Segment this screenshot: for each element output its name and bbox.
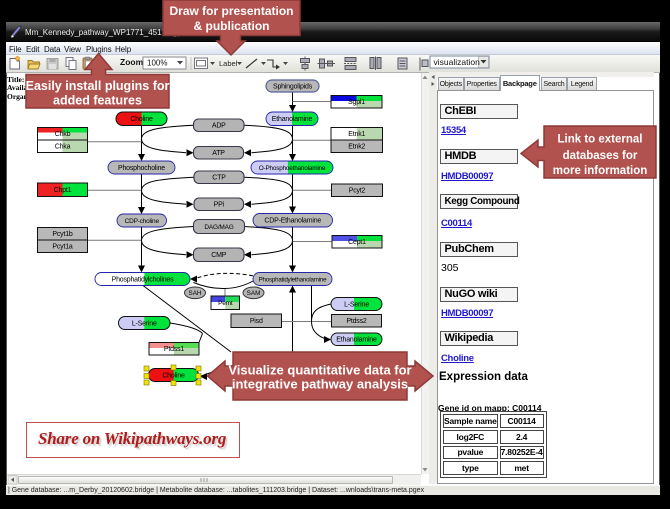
svg-text:databases for: databases for (563, 150, 638, 162)
svg-text:visualization: visualization (434, 57, 481, 67)
svg-text:integrative pathway analysis: integrative pathway analysis (232, 377, 408, 392)
svg-text:Pcyt2: Pcyt2 (349, 188, 366, 195)
svg-text:Chka: Chka (55, 144, 71, 151)
svg-text:Phosphatidylcholines: Phosphatidylcholines (112, 276, 174, 283)
svg-text:Etnk1: Etnk1 (348, 131, 365, 138)
svg-text:Sphingolipids: Sphingolipids (273, 83, 313, 90)
svg-text:Phosphatidylethanolamine: Phosphatidylethanolamine (259, 276, 328, 283)
svg-text:CDP-choline: CDP-choline (125, 218, 160, 225)
svg-text:Ptdss2: Ptdss2 (346, 318, 367, 325)
svg-text:Ptdss1: Ptdss1 (164, 346, 185, 353)
svg-text:Pcyt1a: Pcyt1a (52, 244, 73, 251)
svg-text:Choline: Choline (130, 116, 153, 123)
svg-text:Phosphocholine: Phosphocholine (118, 165, 165, 172)
svg-text:Ethanolamine: Ethanolamine (336, 337, 377, 344)
svg-text:Visualize quantitative data f: Visualize quantitative data for (228, 362, 411, 377)
svg-text:CTP: CTP (212, 175, 226, 182)
svg-text:O-Phosphoethanolamine: O-Phosphoethanolamine (259, 165, 326, 172)
svg-text:Pisd: Pisd (250, 318, 263, 325)
svg-text:Choline: Choline (162, 372, 185, 379)
svg-text:Ethanolamine: Ethanolamine (272, 116, 313, 123)
svg-text:Label: Label (219, 59, 238, 68)
svg-text:SAH: SAH (189, 290, 202, 297)
svg-text:Chkb: Chkb (55, 131, 71, 138)
svg-text:PPi: PPi (214, 202, 225, 209)
svg-text:Sgpl1: Sgpl1 (348, 99, 365, 106)
svg-text:added features: added features (53, 94, 142, 108)
svg-text:ATP: ATP (212, 150, 225, 157)
svg-text:Pemt: Pemt (218, 300, 233, 307)
svg-text:SAM: SAM (247, 290, 261, 297)
svg-text:Zoom:: Zoom: (120, 57, 146, 67)
svg-text:DAG/MAG: DAG/MAG (204, 224, 233, 231)
svg-text:L-Serine: L-Serine (132, 320, 157, 327)
svg-text:Easily install plugins for: Easily install plugins for (26, 79, 170, 93)
svg-text:CMP: CMP (211, 252, 226, 259)
svg-text:ADP: ADP (212, 123, 226, 130)
svg-text:Draw for presentation: Draw for presentation (169, 4, 293, 18)
svg-text:& publication: & publication (194, 19, 270, 33)
svg-text:L-Serine: L-Serine (344, 301, 369, 308)
svg-text:Link to external: Link to external (558, 134, 643, 146)
svg-text:Pcyt1b: Pcyt1b (52, 231, 73, 238)
svg-text:Cept1: Cept1 (348, 239, 366, 246)
svg-text:Chpt1: Chpt1 (54, 187, 72, 194)
svg-text:Etnk2: Etnk2 (348, 144, 365, 151)
svg-text:CDP-Ethanolamine: CDP-Ethanolamine (264, 218, 321, 225)
svg-text:more information: more information (553, 165, 648, 177)
svg-text:100%: 100% (147, 59, 167, 68)
